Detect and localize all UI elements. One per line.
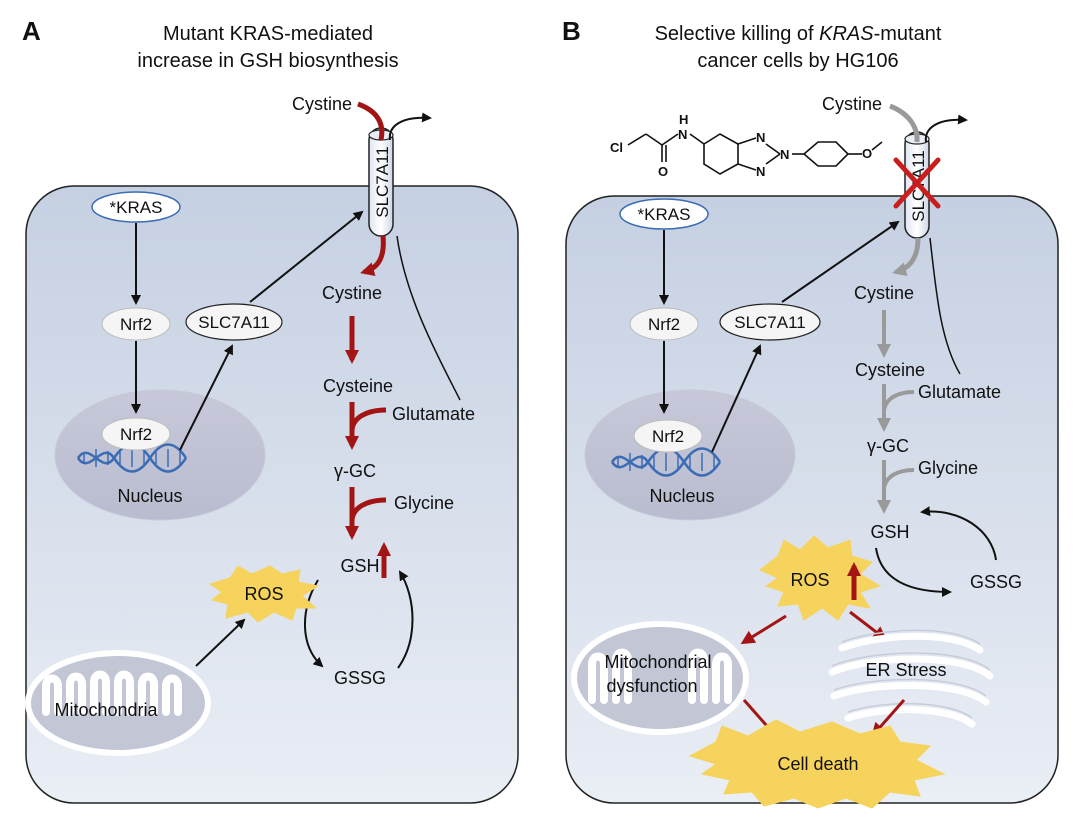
hg106-cl: Cl	[610, 140, 623, 155]
panel-a-nucleus	[54, 389, 266, 521]
hg106-n2: N	[756, 130, 765, 145]
panel-a-arrow-export	[388, 112, 432, 141]
panel-a-gsh: GSH	[340, 556, 379, 576]
panel-a-slc7a11-node	[185, 303, 283, 341]
panel-b-letter: B	[562, 16, 581, 46]
panel-b-cristae	[588, 648, 732, 704]
panel-a-arrow-cystine-uptake	[357, 101, 385, 141]
panel-b-kras-node	[619, 198, 709, 230]
panel-a: A Mutant KRAS-mediated increase in GSH b…	[22, 16, 519, 804]
panel-a-arrow-nucleus-slc	[179, 344, 233, 451]
panel-b-er-icon	[828, 632, 994, 728]
panel-a-cysteine: Cysteine	[323, 376, 393, 396]
panel-b-mito-line1: Mitochondrial	[604, 652, 711, 672]
panel-b-er-outline	[831, 629, 991, 719]
panel-b-ggc: γ-GC	[867, 436, 909, 456]
panel-b: B Selective killing of KRAS-mutant cance…	[562, 16, 1059, 809]
hg106-n1: N	[678, 127, 687, 142]
panel-b-nuclear-nrf2-node	[633, 419, 703, 453]
panel-a-nrf2-node	[101, 307, 171, 341]
hg106-o1: O	[658, 164, 668, 179]
panel-a-slc7a11-label: SLC7A11	[198, 313, 270, 332]
hg106-structure	[627, 133, 883, 175]
panel-a-title-line1: Mutant KRAS-mediated	[163, 23, 373, 45]
panel-a-glycine-join	[349, 497, 387, 521]
panel-b-nrf2-node	[629, 307, 699, 341]
panel-a-arrow-mito-ros	[195, 618, 246, 667]
panel-a-arrow-slc-transporter	[249, 210, 364, 303]
panel-b-arrow-ros-mito	[740, 614, 787, 645]
panel-b-cystine-out: Cystine	[822, 94, 882, 114]
panel-a-arrow-gssg-gsh	[397, 570, 414, 669]
panel-a-title-line2: increase in GSH biosynthesis	[137, 50, 398, 72]
panel-b-gsh: GSH	[870, 522, 909, 542]
panel-b-glycine-join	[882, 468, 915, 489]
panel-a-ros: ROS	[244, 584, 283, 604]
panel-b-nucleus-label: Nucleus	[649, 486, 714, 506]
hg106-h: H	[679, 112, 688, 127]
panel-a-nuclear-nrf2-node	[101, 417, 171, 451]
panel-b-arrow-gssg-gsh	[920, 506, 997, 561]
panel-a-glycine: Glycine	[394, 493, 454, 513]
panel-a-ros-star	[208, 565, 320, 623]
panel-b-kras-label: *KRAS	[638, 205, 691, 224]
panel-a-glutamate-join	[349, 407, 387, 431]
panel-b-ros-star	[759, 535, 882, 621]
panel-b-cell-death: Cell death	[777, 754, 858, 774]
panel-a-nuclear-nrf2-label: Nrf2	[120, 425, 152, 444]
panel-a-gssg: GSSG	[334, 668, 386, 688]
panel-b-arrow-er-death	[871, 699, 906, 737]
panel-a-nucleus-label: Nucleus	[117, 486, 182, 506]
panel-a-ggc: γ-GC	[334, 461, 376, 481]
panel-a-glutamate-line	[396, 235, 461, 401]
panel-b-nuclear-nrf2-label: Nrf2	[652, 427, 684, 446]
panel-a-arrow-cystine-in	[360, 235, 386, 276]
panel-a-cystine-out: Cystine	[292, 94, 352, 114]
panel-b-cystine-in: Cystine	[854, 283, 914, 303]
panel-b-cell-death-star	[688, 719, 946, 809]
panel-b-glutamate: Glutamate	[918, 382, 1001, 402]
panel-a-mito-label: Mitochondria	[54, 700, 158, 720]
panel-a-cristae	[42, 670, 182, 716]
panel-b-nrf2-label: Nrf2	[648, 315, 680, 334]
hg106-n4: N	[756, 164, 765, 179]
panel-a-letter: A	[22, 16, 41, 46]
panel-b-glutamate-join	[882, 390, 915, 411]
panel-b-glutamate-line	[929, 237, 961, 375]
panel-a-nrf2-label: Nrf2	[120, 315, 152, 334]
panel-b-block-icon	[893, 157, 941, 209]
hg106-o2: O	[862, 146, 872, 161]
panel-a-kras-label: *KRAS	[110, 198, 163, 217]
panel-a-transporter-label: SLC7A11	[373, 146, 392, 218]
panel-b-arrow-slc-transporter	[781, 220, 900, 303]
panel-a-glutamate: Glutamate	[392, 404, 475, 424]
panel-b-title-line2: cancer cells by HG106	[697, 50, 898, 72]
panel-a-kras-node	[91, 191, 181, 223]
panel-b-slc7a11-node	[719, 303, 821, 341]
panel-b-arrow-cystine-in	[892, 237, 921, 276]
panel-b-gssg: GSSG	[970, 572, 1022, 592]
panel-a-cystine-in: Cystine	[322, 283, 382, 303]
panel-b-mito-line2: dysfunction	[606, 676, 697, 696]
hg106-n3: N	[780, 147, 789, 162]
panel-b-arrow-cystine-uptake	[888, 103, 920, 143]
panel-b-er: ER Stress	[865, 660, 946, 680]
panel-b-arrow-export	[924, 114, 968, 143]
panel-b-slc7a11-label: SLC7A11	[734, 313, 806, 332]
panel-b-arrow-gsh-gssg	[875, 547, 952, 597]
panel-b-title-line1: Selective killing of KRAS-mutant	[655, 23, 942, 45]
panel-b-glycine: Glycine	[918, 458, 978, 478]
panel-a-cell	[25, 185, 519, 804]
panel-b-cysteine: Cysteine	[855, 360, 925, 380]
panel-b-ros: ROS	[790, 570, 829, 590]
panel-b-arrow-nucleus-slc	[711, 344, 762, 453]
